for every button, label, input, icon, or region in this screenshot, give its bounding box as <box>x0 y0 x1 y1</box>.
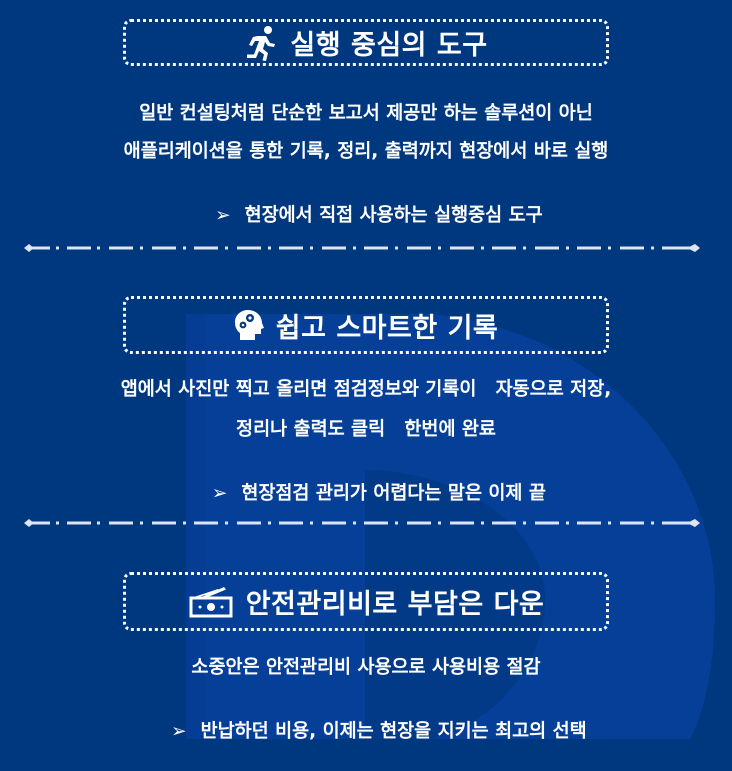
section-title-box: 쉽고 스마트한 기록 <box>123 296 609 354</box>
section-title: 실행 중심의 도구 <box>290 30 488 61</box>
arrow-bullet-icon: ➢ <box>171 721 187 742</box>
section-title: 안전관리비로 부담은 다운 <box>245 589 545 620</box>
description-line: 정리나 출력도 클릭 한번에 완료 <box>236 419 496 440</box>
section-divider <box>24 519 700 527</box>
highlight-text: 현장에서 직접 사용하는 실행중심 도구 <box>244 205 543 226</box>
description-line: 앱에서 사진만 찍고 올리면 점검정보와 기록이 자동으로 저장, <box>120 379 612 400</box>
highlight-text: 현장점검 관리가 어렵다는 말은 이제 끝 <box>241 483 546 504</box>
section-title-box: 안전관리비로 부담은 다운 <box>123 572 609 631</box>
description-line: 일반 컨설팅처럼 단순한 보고서 제공만 하는 솔루션이 아닌 <box>139 103 593 124</box>
arrow-bullet-icon: ➢ <box>215 205 231 226</box>
running-person-icon <box>244 25 278 61</box>
arrow-bullet-icon: ➢ <box>211 483 228 504</box>
section-title-box: 실행 중심의 도구 <box>123 19 609 66</box>
head-gears-icon <box>234 309 264 341</box>
section-divider <box>24 244 700 252</box>
section-title: 쉽고 스마트한 기록 <box>275 312 499 344</box>
description-line: 소중안은 안전관리비 사용으로 사용비용 절감 <box>191 657 541 678</box>
highlight-line: ➢반납하던 비용, 이제는 현장을 지키는 최고의 선택 <box>0 693 732 771</box>
money-bill-icon <box>188 585 234 619</box>
description-line: 애플리케이션을 통한 기록, 정리, 출력까지 현장에서 바로 실행 <box>123 141 609 162</box>
highlight-line: ➢ 현장에서 직접 사용하는 실행중심 도구 <box>0 177 732 255</box>
